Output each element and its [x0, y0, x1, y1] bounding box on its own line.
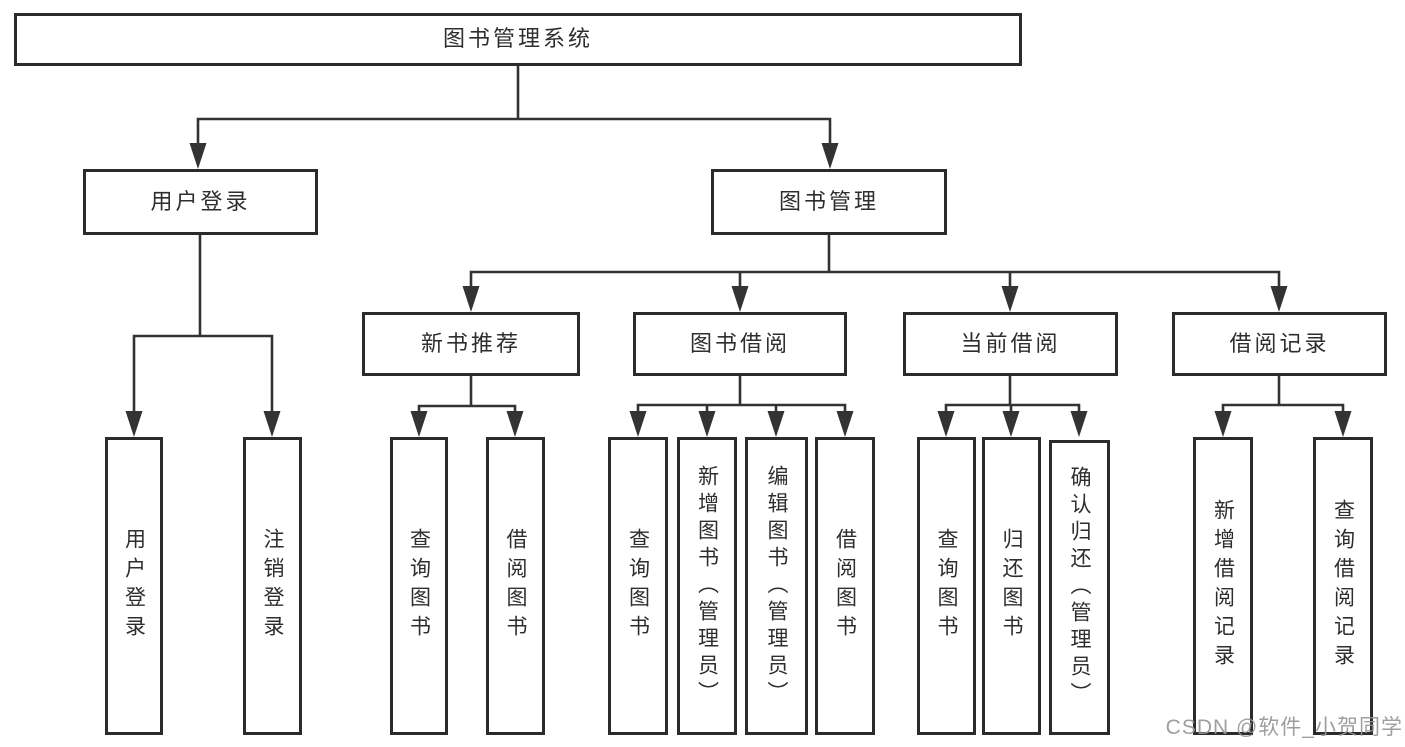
node-user-login: 用户登录 — [83, 169, 318, 235]
leaf-bb-borrow-book: 借阅图书 — [815, 437, 875, 735]
leaf-cb-confirm-return-admin: 确认归还（管理员） — [1049, 440, 1110, 735]
csdn-watermark: CSDN @软件_小贺同学 — [1165, 716, 1403, 739]
node-current-borrow: 当前借阅 — [903, 312, 1118, 376]
leaf-user-login: 用户登录 — [105, 437, 163, 735]
leaf-logout-login: 注销登录 — [243, 437, 302, 735]
leaf-br-add-record: 新增借阅记录 — [1193, 437, 1253, 735]
leaf-nb-borrow-book: 借阅图书 — [486, 437, 545, 735]
node-new-book-recommend: 新书推荐 — [362, 312, 580, 376]
leaf-cb-return-book: 归还图书 — [982, 437, 1041, 735]
node-book-management: 图书管理 — [711, 169, 947, 235]
arrowheads — [125, 143, 1352, 437]
node-borrow-records: 借阅记录 — [1172, 312, 1387, 376]
leaf-cb-query-book: 查询图书 — [917, 437, 976, 735]
node-library-management-system: 图书管理系统 — [14, 13, 1022, 66]
node-book-borrow: 图书借阅 — [633, 312, 847, 376]
leaf-br-query-record: 查询借阅记录 — [1313, 437, 1373, 735]
leaf-bb-add-book-admin: 新增图书（管理员） — [677, 437, 737, 735]
leaf-nb-query-book: 查询图书 — [390, 437, 448, 735]
leaf-bb-edit-book-admin: 编辑图书（管理员） — [745, 437, 808, 735]
leaf-bb-query-book: 查询图书 — [608, 437, 668, 735]
